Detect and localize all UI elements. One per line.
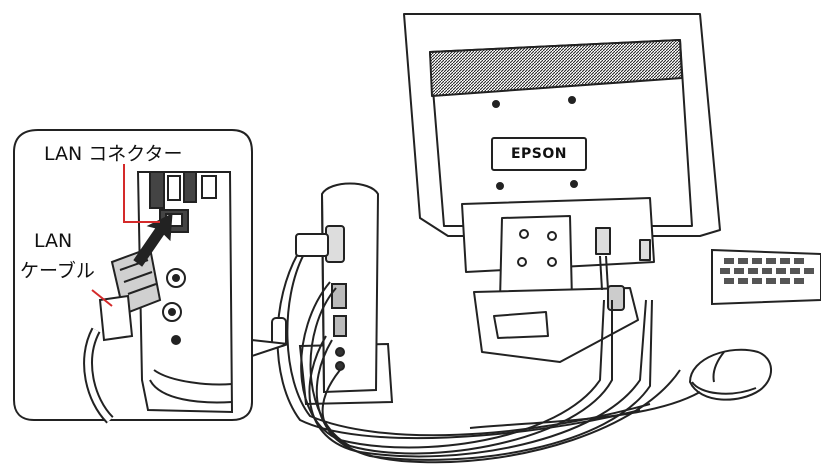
logo-plate (491, 137, 587, 171)
monitor-brand-logo: EPSON (510, 146, 568, 162)
screw-icon (492, 100, 500, 108)
lan-cable-plug-zoom (83, 246, 162, 424)
lan-connector-label: LAN コネクター (44, 143, 183, 165)
usb-port (331, 283, 347, 309)
screw-icon (570, 180, 578, 188)
connector-leader-line (123, 164, 160, 223)
mouse (688, 348, 772, 401)
usb-port (333, 315, 347, 337)
lan-cable-label-line2: ケーブル (20, 260, 95, 282)
monitor-stand-base (473, 287, 639, 363)
cables (276, 249, 681, 464)
keyboard (711, 248, 821, 306)
vga-connector (295, 233, 329, 257)
screw-icon (568, 96, 576, 104)
callout-leaders (91, 164, 160, 307)
zoom-callout-panel (13, 129, 289, 424)
mouse-cable (469, 391, 701, 429)
lan-cable-label-line1: LAN (34, 230, 73, 252)
screw-icon (496, 182, 504, 190)
desktop-pc (298, 182, 394, 406)
audio-jack (335, 361, 345, 371)
insert-arrow-icon (133, 213, 173, 267)
monitor (403, 13, 721, 363)
monitor-stand-neck (499, 215, 573, 301)
cable-leader-line (91, 289, 113, 307)
audio-jack (335, 347, 345, 357)
vent-grille (429, 39, 683, 97)
